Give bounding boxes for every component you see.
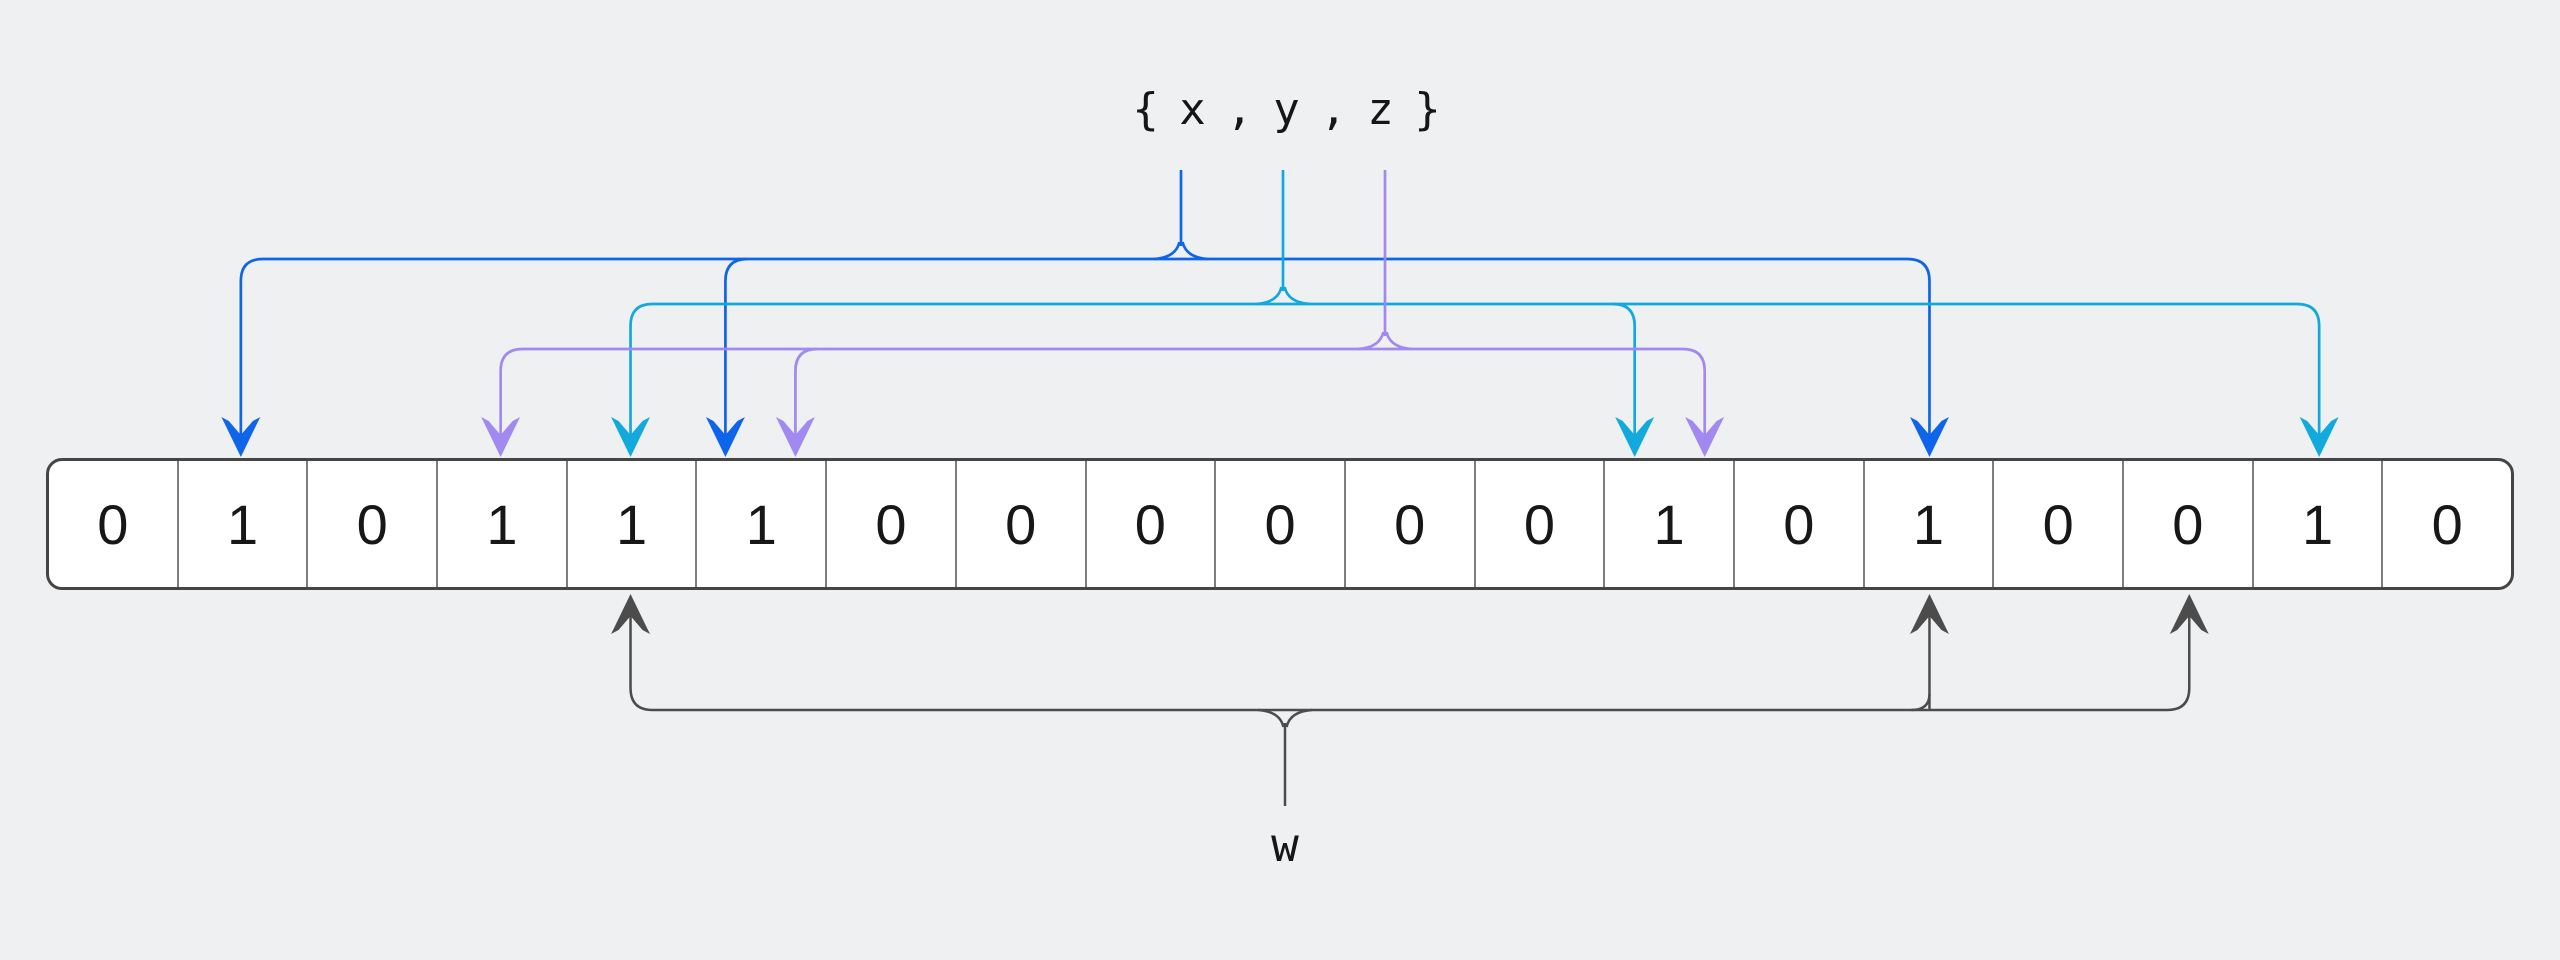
query-brace [1257,708,1313,806]
hash-arrow-y [611,417,651,457]
query-arrow [2169,594,2209,634]
hash-lines-z [481,170,1725,457]
bit-cell-3: 1 [436,461,566,587]
hash-arrow-x [705,417,745,457]
bit-cell-8: 0 [1084,461,1215,587]
bit-cell-12: 1 [1603,461,1733,587]
hash-stem-flare-y [1255,286,1311,306]
hash-branch-x [724,257,748,436]
hash-run-z [499,347,1707,436]
bit-cell-6: 0 [825,461,955,587]
bit-cell-1: 1 [176,461,307,587]
hash-arrow-y [2299,417,2339,457]
bit-cell-16: 0 [2122,461,2252,587]
hash-arrow-x [1909,417,1949,457]
bit-cell-7: 0 [954,461,1085,587]
bit-cell-15: 0 [1992,461,2122,587]
bit-cell-14: 1 [1862,461,1993,587]
hash-run-y [629,302,2321,436]
hash-arrow-x [221,417,261,457]
bit-cell-17: 1 [2251,461,2382,587]
bit-cell-18: 0 [2381,461,2511,587]
query-lines-w [611,594,2209,806]
bit-cell-2: 0 [306,461,436,587]
query-bus [629,614,2191,712]
hash-run-x [239,257,1931,436]
hash-stem-flare-x [1153,241,1209,261]
hash-arrow-y [1615,417,1655,457]
hash-arrow-z [481,417,521,457]
hash-stem-flare-z [1357,331,1413,351]
bit-cell-11: 0 [1473,461,1604,587]
bit-cell-5: 1 [695,461,825,587]
query-arrow [1909,594,1949,634]
bit-cell-0: 0 [97,492,129,556]
query-label: w [1271,818,1299,872]
set-label: { x , y , z } [1132,84,1440,135]
bit-cell-4: 1 [565,461,696,587]
hash-branch-y [1612,302,1637,436]
hash-branch-z [794,347,818,436]
hash-lines-x [221,170,1949,457]
bit-cell-13: 0 [1732,461,1863,587]
query-arrow [611,594,651,634]
hash-arrow-z [775,417,815,457]
bit-cell-9: 0 [1214,461,1344,587]
bit-cell-10: 0 [1343,461,1474,587]
hash-arrow-z [1685,417,1725,457]
hash-lines-y [611,170,2339,457]
